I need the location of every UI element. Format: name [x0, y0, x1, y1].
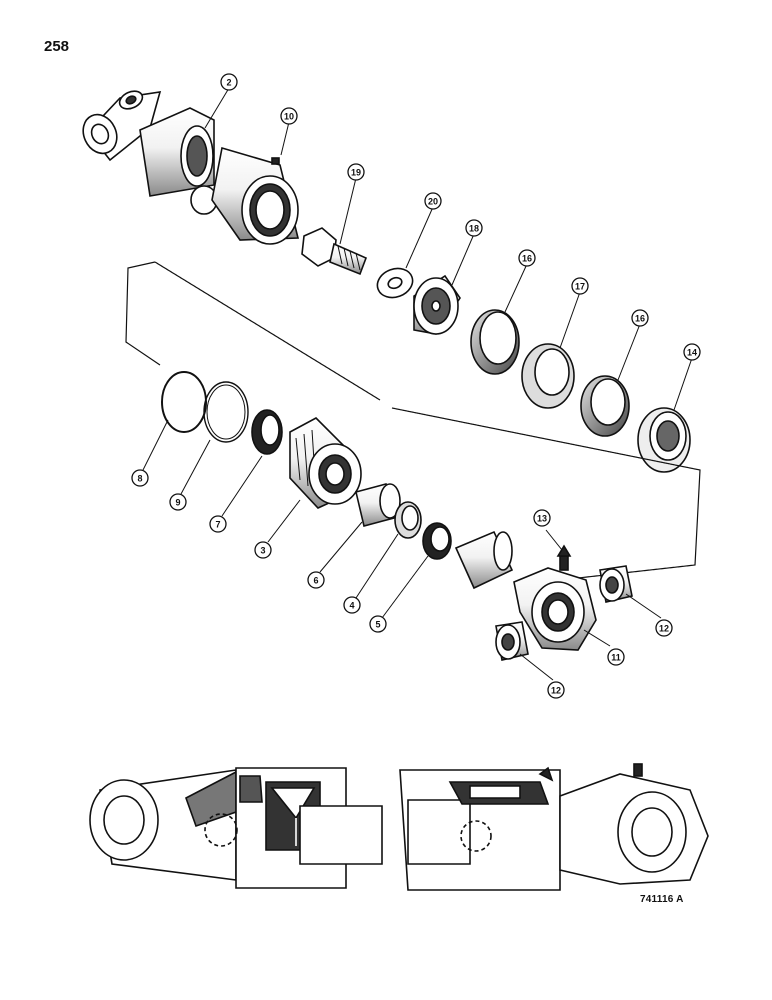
svg-text:16: 16 — [522, 254, 532, 264]
svg-text:5: 5 — [375, 620, 380, 630]
piston-rod — [454, 530, 514, 590]
svg-text:4: 4 — [349, 601, 354, 611]
part-19-bolt — [301, 227, 368, 276]
cylinder-barrel — [211, 146, 300, 245]
callout-16-a: 16 — [518, 249, 536, 267]
callout-8: 8 — [131, 469, 149, 487]
assembled-section-right — [399, 763, 709, 891]
svg-text:8: 8 — [137, 474, 142, 484]
svg-text:17: 17 — [575, 282, 585, 292]
part-7-seal — [251, 409, 283, 455]
svg-text:10: 10 — [284, 112, 294, 122]
svg-text:6: 6 — [313, 576, 318, 586]
callout-20: 20 — [424, 192, 442, 210]
svg-text:16: 16 — [635, 314, 645, 324]
svg-text:12: 12 — [659, 624, 669, 634]
part-14-piston — [637, 407, 691, 473]
part-8-o-ring — [161, 371, 207, 433]
svg-text:7: 7 — [215, 520, 220, 530]
callout-18: 18 — [465, 219, 483, 237]
part-3-gland — [289, 417, 362, 509]
callout-5: 5 — [369, 615, 387, 633]
callout-17: 17 — [571, 277, 589, 295]
callout-6: 6 — [307, 571, 325, 589]
part-16-seal-ring-b — [580, 375, 630, 437]
callouts: 2 10 19 20 18 16 17 16 14 8 9 7 3 6 4 5 … — [131, 73, 701, 699]
part-4-ring — [394, 501, 422, 539]
callout-9: 9 — [169, 493, 187, 511]
callout-3: 3 — [254, 541, 272, 559]
callout-2: 2 — [220, 73, 238, 91]
assembled-section-left — [89, 767, 383, 889]
callout-4: 4 — [343, 596, 361, 614]
part-9-backup-ring — [203, 381, 249, 443]
callout-10: 10 — [280, 107, 298, 125]
svg-text:18: 18 — [469, 224, 479, 234]
part-17-wear-ring — [521, 343, 575, 409]
svg-text:20: 20 — [428, 197, 438, 207]
part-6-bushing — [355, 483, 401, 527]
part-18-piston-nut — [413, 274, 461, 335]
figure-code: 741116 A — [640, 894, 684, 905]
callout-16-b: 16 — [631, 309, 649, 327]
callout-11: 11 — [607, 648, 625, 666]
part-12-bushing-b — [495, 621, 529, 661]
svg-text:12: 12 — [551, 686, 561, 696]
svg-text:11: 11 — [611, 653, 621, 663]
callout-19: 19 — [347, 163, 365, 181]
part-5-wiper — [422, 522, 452, 560]
svg-text:2: 2 — [226, 78, 231, 88]
part-10-screw — [271, 157, 280, 165]
callout-12-a: 12 — [655, 619, 673, 637]
callout-14: 14 — [683, 343, 701, 361]
callout-13: 13 — [533, 509, 551, 527]
svg-text:13: 13 — [537, 514, 547, 524]
svg-text:9: 9 — [175, 498, 180, 508]
part-13-grease-fitting — [556, 544, 572, 571]
page-number: 258 — [44, 38, 70, 55]
callout-7: 7 — [209, 515, 227, 533]
grouping-bracket-left — [125, 261, 161, 366]
svg-text:14: 14 — [687, 348, 697, 358]
callout-12-b: 12 — [547, 681, 565, 699]
part-12-bushing-a — [599, 565, 633, 603]
svg-text:3: 3 — [260, 546, 265, 556]
part-11-rod-eye — [513, 567, 597, 651]
leader-lines — [142, 87, 693, 681]
part-2-clevis — [82, 90, 215, 197]
part-16-seal-ring-a — [470, 309, 520, 375]
svg-text:19: 19 — [351, 168, 361, 178]
